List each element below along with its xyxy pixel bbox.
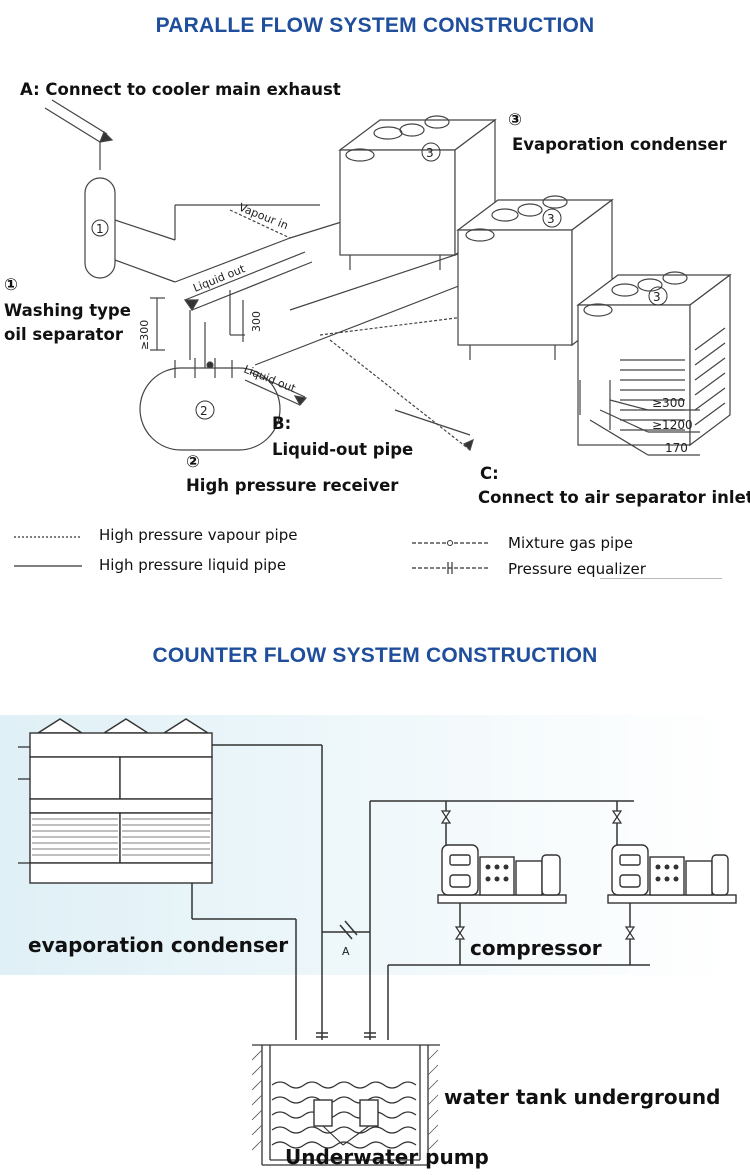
circle-3b-text: 3 bbox=[547, 212, 555, 226]
circle-2-text: 2 bbox=[200, 404, 208, 418]
legend-pressure-equalizer: Pressure equalizer bbox=[508, 560, 646, 578]
label-c: C: bbox=[480, 464, 499, 483]
label-2-number: ② bbox=[186, 452, 200, 471]
legend-divider bbox=[600, 578, 722, 579]
dim-gte1200-text: ≥1200 bbox=[652, 418, 693, 432]
label-1-number: ① bbox=[4, 275, 18, 294]
label-a: A: Connect to cooler main exhaust bbox=[20, 80, 341, 99]
label-liquid-out-pipe: Liquid-out pipe bbox=[272, 440, 414, 459]
parallel-flow-title: PARALLE FLOW SYSTEM CONSTRUCTION bbox=[155, 14, 595, 37]
label-high-pressure-receiver: High pressure receiver bbox=[186, 476, 399, 495]
counter-flow-diagram: A bbox=[0, 715, 737, 1166]
label-b: B: bbox=[272, 414, 292, 433]
dim-300-left-text: ≥300 bbox=[138, 320, 151, 350]
label-3-number: ③ bbox=[508, 110, 522, 129]
label-underwater-pump: Underwater pump bbox=[285, 1145, 489, 1169]
label-washing-type: Washing type bbox=[4, 301, 131, 320]
label-compressor: compressor bbox=[470, 936, 602, 960]
dim-gte300-text: ≥300 bbox=[652, 396, 685, 410]
valve-a-text: A bbox=[342, 945, 350, 958]
legend-hp-liquid: High pressure liquid pipe bbox=[99, 556, 287, 574]
dim-300-mid-text: 300 bbox=[250, 311, 263, 332]
label-water-tank: water tank underground bbox=[444, 1085, 721, 1109]
legend-lines bbox=[14, 536, 488, 574]
label-oil-separator: oil separator bbox=[4, 325, 123, 344]
legend-hp-vapour: High pressure vapour pipe bbox=[99, 526, 298, 544]
label-evaporation-condenser-counter: evaporation condenser bbox=[28, 933, 289, 957]
parallel-flow-diagram: 1 2 3 3 3 Vapour in Liquid out Liquid ou… bbox=[44, 99, 732, 456]
label-evaporation-condenser: Evaporation condenser bbox=[512, 135, 727, 154]
legend-mixture-gas: Mixture gas pipe bbox=[508, 534, 633, 552]
label-air-separator-inlet: Connect to air separator inlet bbox=[478, 488, 750, 507]
circle-1-text: 1 bbox=[96, 222, 104, 236]
circle-3c-text: 3 bbox=[653, 290, 661, 304]
circle-3a-text: 3 bbox=[426, 146, 434, 160]
dim-170-text: 170 bbox=[665, 441, 688, 455]
counter-flow-title: COUNTER FLOW SYSTEM CONSTRUCTION bbox=[152, 644, 598, 667]
